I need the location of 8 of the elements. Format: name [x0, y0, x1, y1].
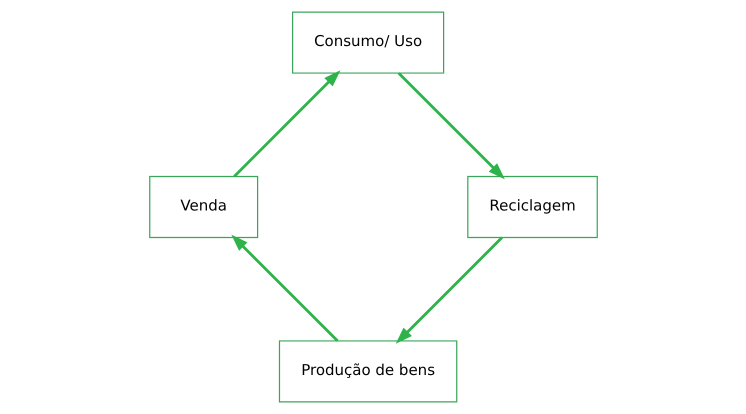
- node-box: Consumo/ Uso: [292, 11, 444, 74]
- arrow: [395, 236, 502, 344]
- node-box: Venda: [148, 176, 258, 238]
- arrow: [232, 70, 340, 178]
- node-box: Reciclagem: [466, 176, 598, 238]
- arrow: [397, 72, 504, 180]
- node-box: Produção de bens: [278, 340, 457, 403]
- arrow: [230, 234, 338, 342]
